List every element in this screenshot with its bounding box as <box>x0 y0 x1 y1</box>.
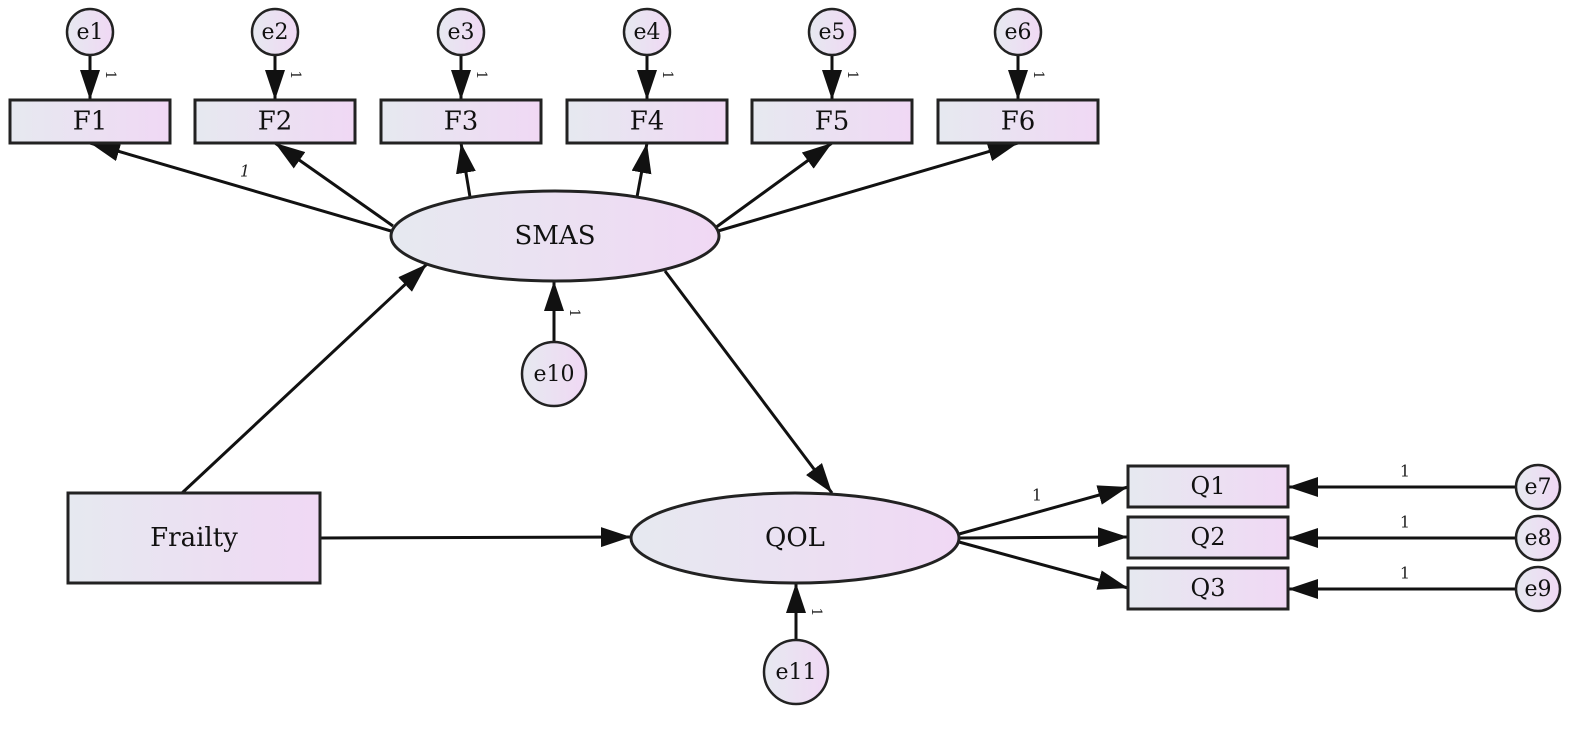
node-q2: Q2 <box>1126 515 1290 560</box>
error-term-circle <box>1514 565 1562 613</box>
edge-label-e3-to-f3: 1 <box>473 71 489 80</box>
node-label-e3: e3 <box>447 20 474 45</box>
node-label-e10: e10 <box>533 362 574 387</box>
observed-variable-box <box>379 98 543 145</box>
edge-smas-to-f3 <box>456 142 476 198</box>
observed-variable-box <box>1126 566 1290 611</box>
error-term-circle <box>1514 514 1562 562</box>
node-e4: e4 <box>622 7 672 57</box>
node-smas: SMAS <box>389 189 721 283</box>
node-label-e9: e9 <box>1524 577 1551 602</box>
node-label-f5: F5 <box>815 107 850 137</box>
observed-variable-box <box>193 98 357 145</box>
error-term-circle <box>807 7 857 57</box>
error-term-circle <box>762 638 830 706</box>
node-label-frailty: Frailty <box>150 523 238 553</box>
node-f1: F1 <box>8 98 172 145</box>
edge-frailty-to-smas <box>180 262 429 495</box>
edge-label-e6-to-f6: 1 <box>1030 71 1046 80</box>
latent-variable-ellipse <box>389 189 721 283</box>
observed-variable-box <box>565 98 729 145</box>
node-e7: e7 <box>1514 463 1562 511</box>
edge-label-e5-to-f5: 1 <box>844 71 860 80</box>
node-frailty: Frailty <box>66 491 322 585</box>
node-f6: F6 <box>936 98 1100 145</box>
edge-qol-to-q3 <box>958 540 1129 590</box>
edge-qol-to-q2 <box>958 527 1129 548</box>
node-e2: e2 <box>250 7 300 57</box>
node-label-f3: F3 <box>444 107 479 137</box>
error-term-circle <box>65 7 115 57</box>
node-e10: e10 <box>520 340 588 408</box>
node-q3: Q3 <box>1126 566 1290 611</box>
node-f5: F5 <box>750 98 914 145</box>
edge-smas-to-f4 <box>631 142 652 198</box>
edge-label-e11-to-qol: 1 <box>808 608 824 617</box>
node-label-smas: SMAS <box>514 221 595 251</box>
edge-smas-to-f2 <box>274 141 394 228</box>
edge-label-e2-to-f2: 1 <box>287 71 303 80</box>
edge-smas-to-f5 <box>714 141 833 230</box>
edge-smas-to-f1 <box>89 141 392 233</box>
observed-variable-box <box>936 98 1100 145</box>
node-label-f6: F6 <box>1001 107 1036 137</box>
edge-label-e10-to-smas: 1 <box>566 309 582 318</box>
node-label-f1: F1 <box>73 107 108 137</box>
node-e8: e8 <box>1514 514 1562 562</box>
node-label-qol: QOL <box>765 523 825 553</box>
edge-label-qol-to-q1: 1 <box>1032 486 1042 505</box>
node-e9: e9 <box>1514 565 1562 613</box>
observed-variable-box <box>750 98 914 145</box>
error-term-circle <box>250 7 300 57</box>
edge-label-smas-to-f1: 1 <box>240 162 250 181</box>
node-label-e1: e1 <box>76 20 103 45</box>
edge-label-e9-to-q3: 1 <box>1400 564 1410 583</box>
error-term-circle <box>436 7 486 57</box>
node-e11: e11 <box>762 638 830 706</box>
observed-variable-box <box>1126 464 1290 509</box>
node-e3: e3 <box>436 7 486 57</box>
node-q1: Q1 <box>1126 464 1290 509</box>
node-label-f2: F2 <box>258 107 293 137</box>
node-label-e2: e2 <box>261 20 288 45</box>
edge-qol-to-q1 <box>958 485 1129 536</box>
node-label-e8: e8 <box>1524 526 1551 551</box>
node-e6: e6 <box>993 7 1043 57</box>
node-label-e6: e6 <box>1004 20 1031 45</box>
edge-frailty-to-qol <box>319 527 632 548</box>
error-term-circle <box>622 7 672 57</box>
node-f4: F4 <box>565 98 729 145</box>
latent-variable-ellipse <box>629 491 961 585</box>
node-f2: F2 <box>193 98 357 145</box>
node-label-e11: e11 <box>775 660 816 685</box>
node-label-q2: Q2 <box>1191 523 1226 551</box>
node-label-q3: Q3 <box>1191 574 1226 602</box>
node-e5: e5 <box>807 7 857 57</box>
observed-variable-box <box>1126 515 1290 560</box>
edge-smas-to-f6 <box>717 141 1019 233</box>
edge-label-e4-to-f4: 1 <box>659 71 675 80</box>
node-label-e7: e7 <box>1524 475 1551 500</box>
edge-label-e1-to-f1: 1 <box>102 71 118 80</box>
edge-label-e7-to-q1: 1 <box>1400 462 1410 481</box>
edge-smas-to-qol <box>663 270 834 494</box>
error-term-circle <box>993 7 1043 57</box>
node-e1: e1 <box>65 7 115 57</box>
observed-variable-box <box>66 491 322 585</box>
edge-label-e8-to-q2: 1 <box>1400 513 1410 532</box>
edges-layer: 1 1 1 1 1 1 1 1 1 1 1 1 1 <box>80 55 1516 640</box>
node-label-e5: e5 <box>818 20 845 45</box>
node-label-f4: F4 <box>630 107 665 137</box>
node-qol: QOL <box>629 491 961 585</box>
node-f3: F3 <box>379 98 543 145</box>
observed-variable-box <box>8 98 172 145</box>
node-label-q1: Q1 <box>1191 472 1226 500</box>
node-label-e4: e4 <box>633 20 660 45</box>
error-term-circle <box>520 340 588 408</box>
error-term-circle <box>1514 463 1562 511</box>
